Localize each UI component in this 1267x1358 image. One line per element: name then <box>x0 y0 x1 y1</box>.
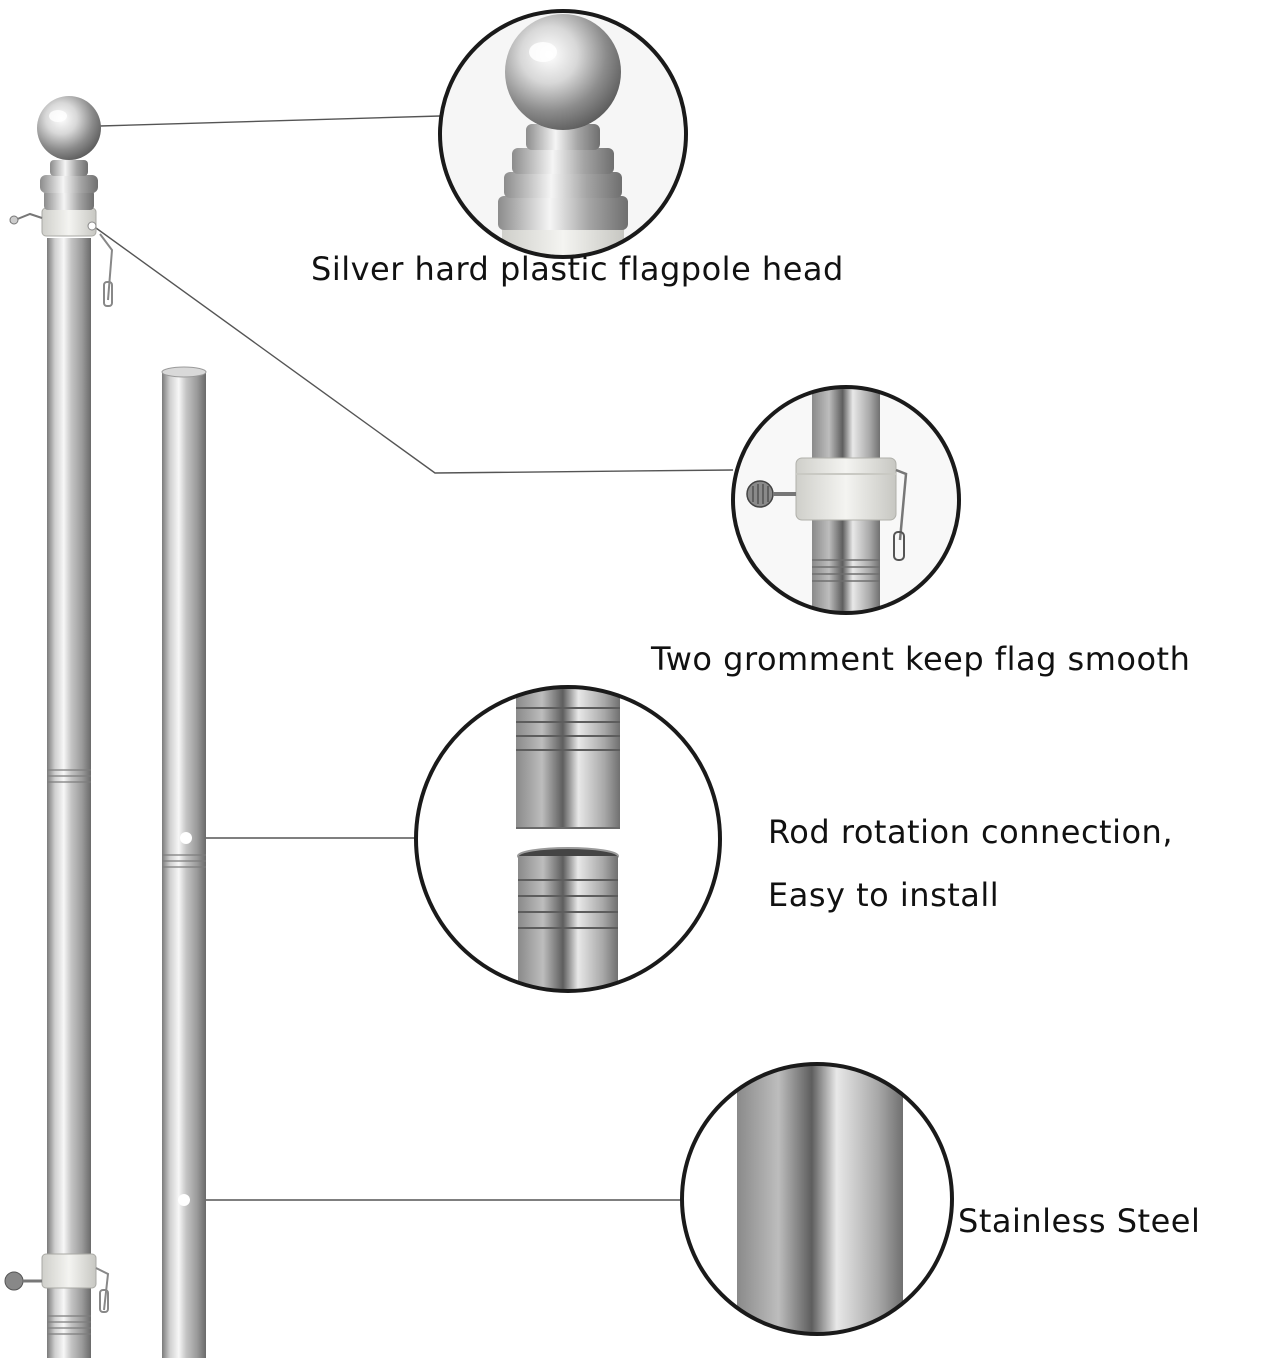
caption-stainless-steel: Stainless Steel <box>958 1202 1201 1240</box>
caption-rotation-line1: Rod rotation connection, <box>768 813 1173 851</box>
callout-head-closeup <box>438 9 688 259</box>
callout-lines <box>95 115 734 1201</box>
callout-connection-closeup <box>414 685 722 993</box>
caption-grommet: Two gromment keep flag smooth <box>651 640 1191 678</box>
callout-steel-closeup <box>680 1062 954 1336</box>
flagpole-full <box>4 96 114 1358</box>
callout-grommet-closeup <box>731 385 961 615</box>
pole-section <box>161 366 207 1358</box>
caption-rotation-line2: Easy to install <box>768 876 1000 914</box>
caption-flagpole-head: Silver hard plastic flagpole head <box>311 250 844 288</box>
